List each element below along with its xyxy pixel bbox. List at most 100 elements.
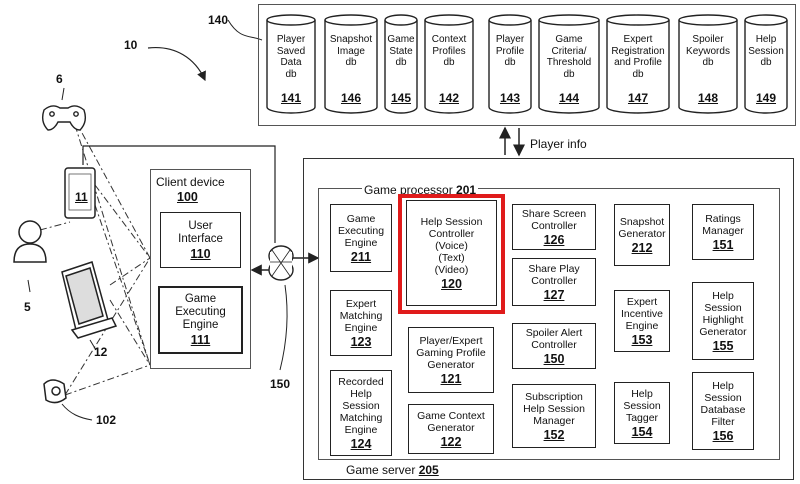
module-label: Help Session Tagger [623, 388, 661, 424]
database-label: Player Saved Data db [276, 34, 306, 80]
module-num: 156 [712, 429, 734, 443]
database-cylinder-icon [324, 14, 378, 114]
network-ref: 150 [270, 377, 291, 391]
module-num: 211 [350, 250, 372, 264]
module-120: Help Session Controller (Voice) (Text) (… [406, 200, 497, 306]
database-cylinder-icon [744, 14, 788, 114]
client-game-engine-box: Game Executing Engine 111 [158, 286, 243, 354]
client-device-num: 100 [177, 190, 198, 204]
module-label: Snapshot Generator [618, 216, 666, 240]
processor-title-text: Game processor [364, 183, 453, 197]
module-label: Ratings Manager [702, 213, 744, 237]
game-processor-title: Game processor 201 [362, 183, 479, 197]
module-label: Share Screen Controller [521, 208, 587, 232]
module-num: 124 [350, 437, 372, 451]
database-141: Player Saved Data db 141 [266, 14, 316, 114]
headset-icon [43, 379, 67, 404]
database-num: 143 [499, 91, 521, 105]
storage-ref: 140 [208, 13, 229, 27]
database-cylinder-icon [606, 14, 670, 114]
client-game-engine-num: 111 [190, 333, 211, 347]
module-label: Expert Incentive Engine [620, 296, 664, 332]
game-controller-icon [41, 105, 87, 131]
user-interface-label: User Interface [178, 219, 223, 245]
network-icon [268, 245, 294, 281]
storage-panel [258, 4, 796, 126]
database-num: 141 [280, 91, 302, 105]
module-label: Help Session Highlight Generator [699, 290, 747, 338]
processor-num: 201 [456, 183, 477, 197]
module-num: 122 [440, 435, 462, 449]
database-label: Snapshot Image db [329, 34, 373, 68]
database-num: 145 [390, 91, 412, 105]
module-label: Help Session Database Filter [700, 380, 746, 428]
game-processor-panel [318, 188, 780, 460]
module-num: 150 [543, 352, 565, 366]
database-cylinder-icon [384, 14, 418, 114]
game-server-title: Game server 205 [346, 463, 439, 477]
database-cylinder-icon [538, 14, 600, 114]
database-cylinder-icon [266, 14, 316, 114]
database-143: Player Profile db 143 [488, 14, 532, 114]
display-ref: 12 [94, 345, 108, 359]
database-num: 142 [438, 91, 460, 105]
client-game-engine-label: Game Executing Engine [175, 293, 226, 331]
database-label: Help Session db [748, 34, 784, 68]
database-cylinder-icon [488, 14, 532, 114]
database-label: Game Criteria/ Threshold db [546, 34, 592, 80]
module-num: 126 [543, 233, 565, 247]
client-device-title: Client device [156, 175, 225, 189]
database-num: 146 [340, 91, 362, 105]
module-num: 154 [631, 425, 653, 439]
display-icon [61, 261, 118, 339]
module-num: 123 [350, 335, 372, 349]
game-server-panel [303, 158, 794, 480]
controller-ref: 6 [56, 72, 63, 86]
database-num: 147 [627, 91, 649, 105]
user-interface-num: 110 [190, 246, 211, 261]
module-num: 212 [631, 241, 653, 255]
database-cylinder-icon [678, 14, 738, 114]
module-num: 155 [712, 339, 734, 353]
module-label: Game Executing Engine [337, 213, 385, 249]
module-label: Help Session Controller (Voice) (Text) (… [420, 216, 483, 276]
module-label: Share Play Controller [528, 263, 580, 287]
headset-ref: 102 [96, 413, 117, 427]
module-num: 121 [440, 372, 462, 386]
module-num: 153 [631, 333, 653, 347]
module-num: 120 [441, 277, 462, 291]
user-icon [13, 220, 47, 263]
module-label: Subscription Help Session Manager [523, 391, 585, 427]
server-num: 205 [418, 463, 439, 477]
client-device-panel [150, 169, 251, 369]
module-label: Game Context Generator [417, 410, 485, 434]
database-label: Expert Registration and Profile db [611, 34, 665, 80]
user-ref: 5 [24, 300, 31, 314]
module-label: Spoiler Alert Controller [525, 327, 583, 351]
database-label: Player Profile db [495, 34, 525, 68]
database-label: Spoiler Keywords db [686, 34, 730, 68]
server-title-text: Game server [346, 463, 416, 477]
module-label: Recorded Help Session Matching Engine [338, 376, 384, 436]
module-label: Expert Matching Engine [339, 298, 383, 334]
module-label: Player/Expert Gaming Profile Generator [416, 335, 486, 371]
